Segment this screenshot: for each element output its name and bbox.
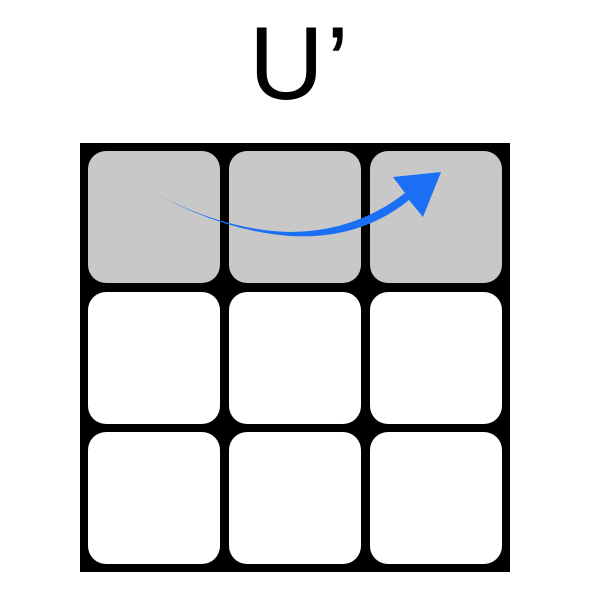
sticker-r3-c1: [88, 432, 220, 564]
sticker-r1-c2: [229, 151, 361, 283]
sticker-r2-c2: [229, 292, 361, 424]
sticker-r2-c3: [370, 292, 502, 424]
sticker-r1-c1: [88, 151, 220, 283]
sticker-r2-c1: [88, 292, 220, 424]
cube-face: [80, 143, 510, 572]
sticker-r3-c3: [370, 432, 502, 564]
move-notation: U’: [248, 6, 352, 122]
sticker-r1-c3: [370, 151, 502, 283]
sticker-r3-c2: [229, 432, 361, 564]
